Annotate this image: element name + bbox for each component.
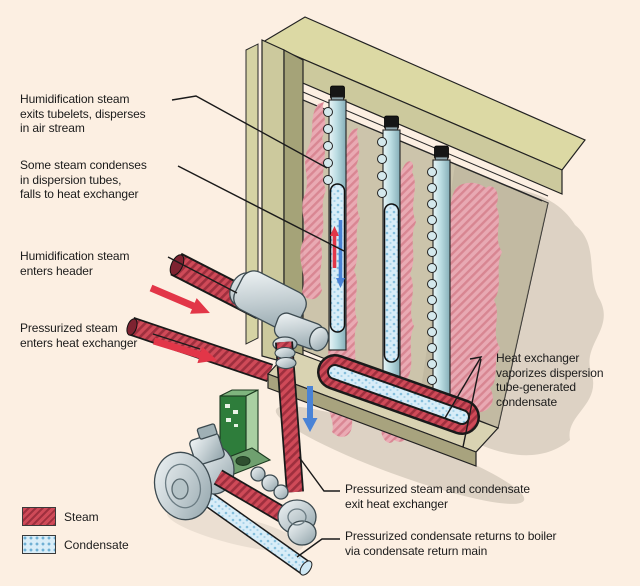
callout-returns-boiler: Pressurized condensate returns to boiler… [345,529,557,558]
flow-arrow-steam-up-icon [330,226,339,268]
condensate-swatch-icon [22,535,56,554]
flow-arrow-steam-hx-icon [152,337,218,364]
dispersion-tube-1 [323,85,347,351]
leader-lines [152,95,483,558]
flow-arrow-condensate-drop-icon [302,386,318,432]
legend-item-steam: Steam [22,507,99,526]
callout-exit-hx: Pressurized steam and condensate exit he… [345,482,530,511]
duct-rear-flange [245,43,259,345]
heat-exchanger-exit-pipe [213,469,295,527]
callout-condenses: Some steam condenses in dispersion tubes… [20,158,147,201]
flow-arrow-condensate-down-icon [336,220,345,288]
dispersion-tube-2 [377,115,401,379]
flow-arrow-steam-header-icon [149,284,210,314]
legend-label-steam: Steam [64,509,99,524]
callout-hx-vaporizes: Heat exchanger vaporizes dispersion tube… [496,351,604,409]
callout-enters-header: Humidification steam enters header [20,249,130,278]
condensate-return-pipe [199,489,313,576]
pipe-fittings [250,466,317,546]
condensate-window [329,183,346,333]
condensate-drop-pipe [274,341,304,493]
steam-swatch-icon [22,507,56,526]
callout-enters-hx: Pressurized steam enters heat exchanger [20,321,138,350]
condensate-window [383,203,400,363]
legend-item-condensate: Condensate [22,535,129,554]
steam-header [229,270,330,352]
callout-exits-tubelets: Humidification steam exits tubelets, dis… [20,92,146,135]
legend-label-condensate: Condensate [64,537,129,552]
heat-exchanger [317,354,480,435]
